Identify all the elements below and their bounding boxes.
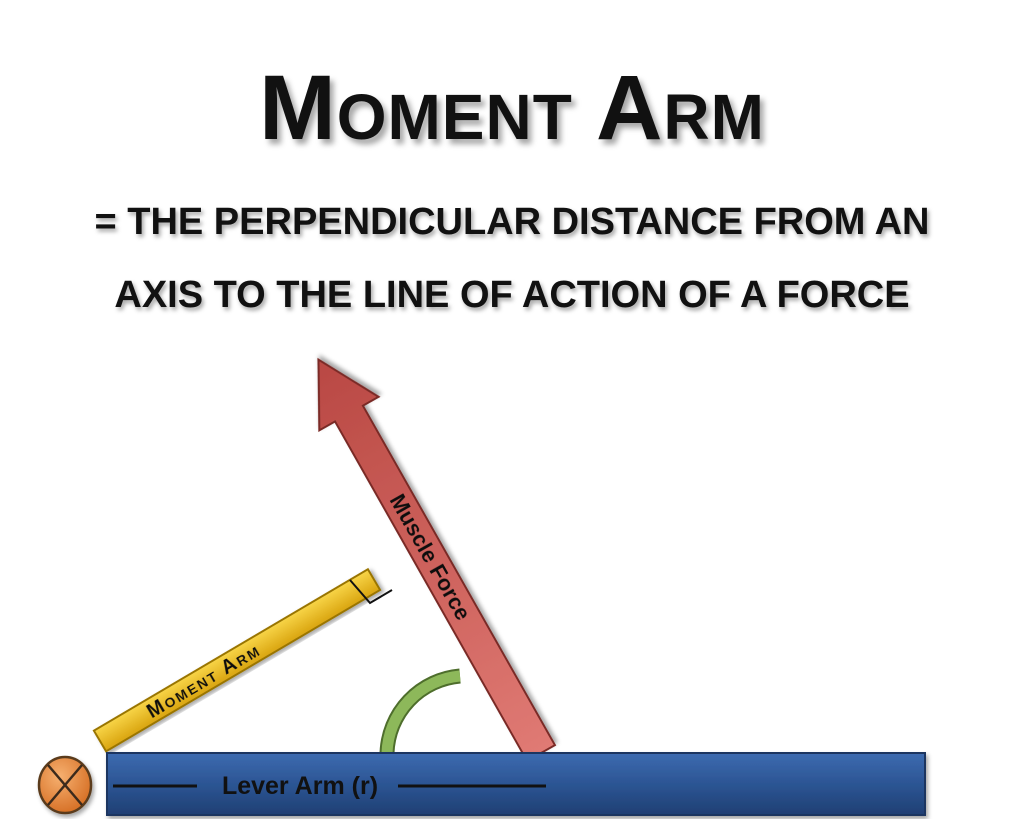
moment-arm-bar: Moment Arm	[92, 567, 382, 753]
axis-of-rotation-icon	[37, 755, 93, 815]
muscle-force-arrow: Muscle Force	[317, 357, 557, 763]
definition-line-1: = THE PERPENDICULAR DISTANCE FROM AN	[94, 201, 930, 243]
definition-line-2: AXIS TO THE LINE OF ACTION OF A FORCE	[114, 274, 910, 316]
moment-arm-label: Moment Arm	[143, 639, 265, 723]
muscle-force-label: Muscle Force	[385, 490, 476, 625]
right-angle-icon	[349, 579, 393, 605]
lever-arm-label: Lever Arm (r)	[222, 772, 378, 800]
lever-arm-bar	[106, 752, 926, 816]
page-title: Moment Arm	[259, 57, 765, 159]
